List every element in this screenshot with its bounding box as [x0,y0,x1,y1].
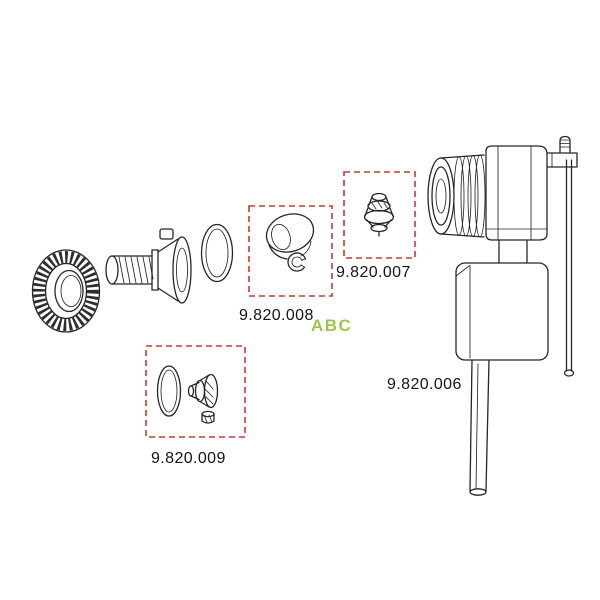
part-009-label: 9.820.009 [151,450,226,467]
part-008-label: 9.820.008 [239,307,314,324]
watermark-text: ABC [311,316,352,335]
part-008-dashed-box [248,205,333,297]
fill-valve-drawing [427,135,578,496]
part-006-label: 9.820.006 [387,376,462,393]
part-007-label: 9.820.007 [336,264,411,281]
o-ring-large-drawing [200,223,234,283]
part-007-dashed-box [343,171,416,259]
threaded-shank-drawing [105,228,192,304]
part-008-group [248,205,333,297]
knurled-cap-drawing [31,249,101,333]
part-007-group [343,171,416,259]
part-009-dashed-box [145,345,246,438]
service-kit-drawing [156,365,219,424]
part-009-group [145,345,246,438]
valve-seal-drawing [363,192,395,237]
cap-with-clip-drawing [265,213,315,272]
